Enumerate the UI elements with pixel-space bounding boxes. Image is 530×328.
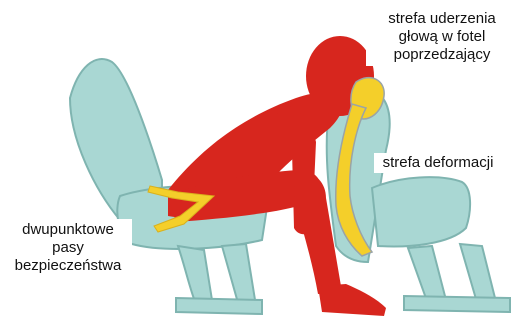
head-impact-zone-line-3: poprzedzający: [366, 46, 518, 64]
head-impact-zone-label: strefa uderzenia głową w fotel poprzedza…: [366, 8, 518, 66]
deformation-zone-label: strefa deformacji: [374, 153, 502, 173]
front-seat-cushion: [372, 177, 470, 246]
rear-seat-leg: [178, 246, 212, 304]
seat-belt-line-3: bezpieczeństwa: [4, 257, 132, 275]
seat-belt-line-1: dwupunktowe: [4, 221, 132, 239]
seat-belt-label: dwupunktowe pasy bezpieczeństwa: [4, 219, 132, 277]
deformation-zone-line-1: strefa deformacji: [374, 154, 502, 172]
rear-seat-base: [176, 298, 262, 314]
head-impact-zone-line-1: strefa uderzenia: [366, 10, 518, 28]
head-impact-zone-line-2: głową w fotel: [366, 28, 518, 46]
seat-belt-line-2: pasy: [4, 239, 132, 257]
passenger-foot: [318, 284, 386, 316]
front-seat-base: [404, 296, 510, 312]
